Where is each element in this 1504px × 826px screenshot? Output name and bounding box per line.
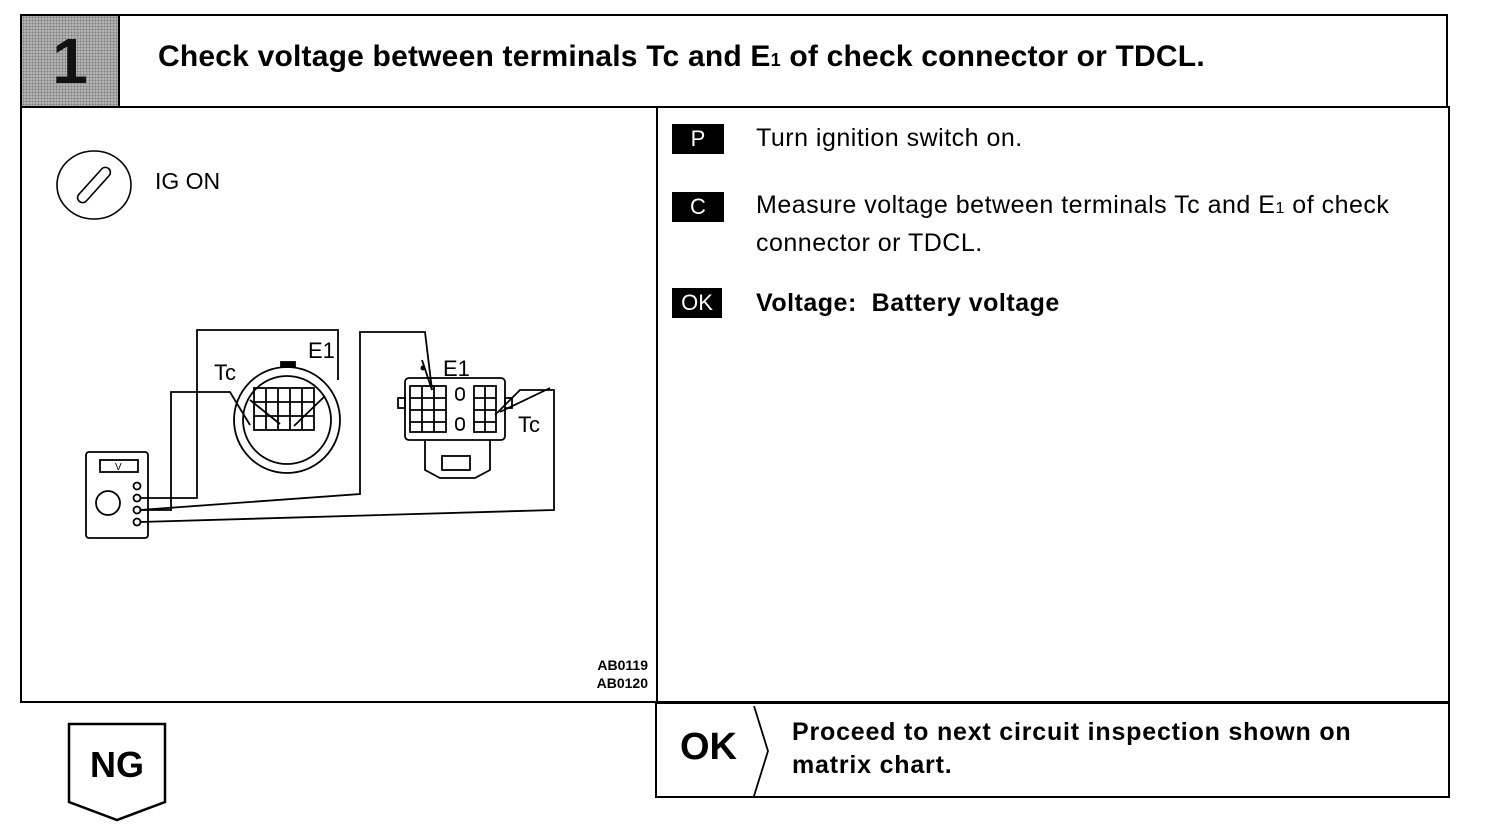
figure-code: AB0119 AB0120 [560,656,648,692]
ng-result-label: NG [90,744,144,785]
ignition-key-icon [56,150,132,220]
diagram-label-tc-right: Tc [518,412,540,437]
step-text-c: Measure voltage between terminals Tc and… [756,188,1436,260]
ng-arrow-badge [67,722,167,822]
diagram-label-e1-right: E1 [443,356,470,381]
connector-wiring-diagram: Tc E1 E1 Tc V [85,329,555,539]
step-c-subscript: 1 [1275,200,1285,217]
voltmeter [85,451,149,539]
title-part-1: Check voltage between terminals Tc and E [158,40,771,73]
step-number-box [20,14,120,108]
step-tag-p: P [672,124,724,154]
step-number: 1 [52,25,88,97]
figure-code-1: AB0119 [597,657,648,673]
step-text-p: Turn ignition switch on. [756,124,1023,152]
step-title: Check voltage between terminals Tc and E… [158,40,1205,74]
step-c-part-2: of check connector or TDCL. [756,191,1390,257]
tdcl-connector [404,377,506,441]
ok-result-label: OK [680,726,737,768]
step-c-part-1: Measure voltage between terminals Tc and… [756,191,1276,219]
ok-result-box [655,702,1450,798]
ig-on-label: IG ON [155,168,221,194]
step-tag-ok: OK [672,288,722,318]
title-subscript: 1 [770,50,781,70]
title-part-2: of check connector or TDCL. [780,40,1205,73]
ok-result-text: Proceed to next circuit inspection shown… [792,718,1352,779]
voltmeter-symbol: V [115,462,122,473]
figure-code-2: AB0120 [596,675,648,691]
diagram-label-e1-left: E1 [308,338,335,363]
step-text-ok: Voltage: Battery voltage [756,289,1060,317]
round-check-connector [233,366,341,474]
step-tag-c: C [672,192,724,222]
chevron-right-icon [753,705,769,797]
diagram-label-tc-left: Tc [214,360,236,385]
